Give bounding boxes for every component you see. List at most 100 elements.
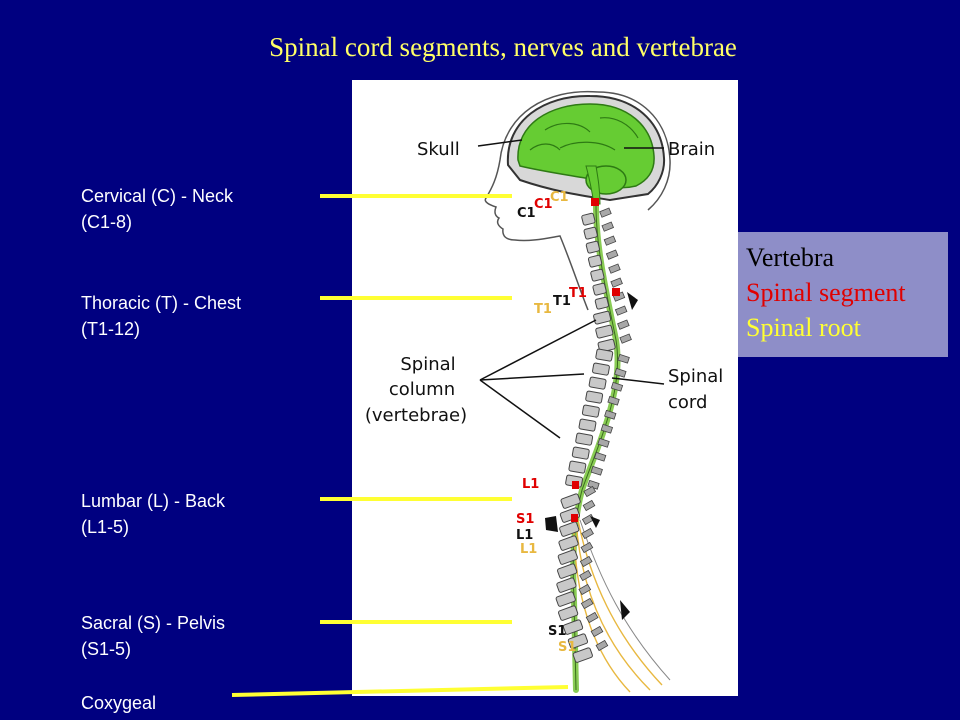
region-label-lumbar: Lumbar (L) - Back (L1-5)	[81, 488, 225, 540]
pointer-line-coxygeal	[231, 685, 569, 697]
vertebra-body	[560, 493, 581, 509]
vertebra-body	[595, 348, 614, 362]
vertebra-body	[595, 324, 614, 339]
s1-segment-marker	[571, 514, 578, 522]
color-legend: Vertebra Spinal segment Spinal root	[738, 232, 948, 357]
vertebra-process	[603, 235, 617, 246]
vertebra-body	[571, 446, 590, 460]
legend-spinal-segment: Spinal segment	[746, 278, 906, 307]
region-range: (S1-5)	[81, 639, 132, 659]
vertebra-process	[601, 221, 615, 232]
region-name: Sacral (S) - Pelvis	[81, 613, 226, 633]
vertebra-process	[580, 541, 594, 554]
vertebra-body	[594, 296, 609, 310]
s1-root-label: S1	[558, 640, 576, 655]
c1-root-label: C1	[550, 190, 569, 205]
region-range: (C1-8)	[81, 212, 133, 232]
brain-label: Brain	[668, 139, 715, 160]
vertebra-process	[582, 499, 596, 512]
region-name: Coxygeal	[81, 693, 157, 713]
vertebra-body	[567, 633, 589, 649]
vertebra-process	[605, 249, 619, 260]
vertebra-body	[587, 254, 603, 268]
spinal-column-label-line3: (vertebrae)	[365, 405, 467, 426]
region-label-thoracic: Thoracic (T) - Chest (T1-12)	[81, 290, 241, 342]
vertebra-process	[614, 305, 628, 316]
vertebra-process	[619, 333, 632, 344]
region-label-cervical: Cervical (C) - Neck (C1-8)	[81, 183, 233, 235]
c1-segment-label: C1	[534, 197, 553, 212]
vertebra-process	[600, 423, 614, 434]
vertebra-body	[568, 460, 587, 474]
vertebra-process	[578, 583, 592, 596]
t1-segment-label: T1	[569, 286, 587, 301]
vertebra-body	[572, 647, 593, 663]
vertebra-process	[583, 485, 597, 498]
brainstem	[585, 165, 601, 205]
vertebral-column	[555, 207, 632, 663]
region-name: Cervical (C) - Neck	[81, 186, 234, 206]
l1-root-label: L1	[520, 542, 537, 557]
vertebra-body	[558, 605, 579, 621]
vertebra-body	[556, 577, 577, 593]
spinal-column-label-line1: Spinal	[400, 354, 455, 375]
spinal-cord-label-line1: Spinal	[668, 366, 723, 387]
l1-segment-marker	[572, 481, 579, 489]
legend-spinal-root: Spinal root	[746, 313, 861, 342]
slide-title: Spinal cord segments, nerves and vertebr…	[269, 32, 737, 62]
vertebra-process	[579, 555, 593, 568]
legend-vertebra: Vertebra	[746, 243, 835, 272]
region-name: Lumbar (L) - Back	[81, 491, 226, 511]
vertebra-body	[558, 535, 579, 551]
vertebra-body	[562, 619, 584, 635]
vertebra-process	[590, 465, 603, 476]
vertebra-process	[614, 367, 627, 378]
vertebra-body	[593, 310, 612, 325]
vertebra-process	[617, 353, 630, 364]
head-outline	[484, 90, 599, 311]
vertebra-body	[583, 226, 598, 240]
vertebra-process	[617, 319, 630, 330]
region-range: (T1-12)	[81, 319, 141, 339]
region-label-coxygeal: Coxygeal	[81, 690, 156, 716]
region-name: Thoracic (T) - Chest	[81, 293, 242, 313]
vertebra-process	[580, 597, 594, 610]
t1-segment-marker	[612, 288, 620, 296]
t1-vertebra-label: T1	[553, 294, 571, 309]
vertebra-process	[595, 639, 609, 652]
vertebra-body	[557, 549, 578, 565]
s1-segment-label: S1	[516, 512, 534, 527]
vertebra-process	[593, 451, 607, 462]
vertebra-process	[608, 263, 621, 274]
vertebra-process	[597, 437, 610, 448]
vertebra-process	[599, 207, 612, 218]
vertebra-process	[604, 409, 617, 420]
vertebra-body	[557, 563, 578, 579]
s1-vertebra-label: S1	[548, 624, 566, 639]
t1-root-label: T1	[534, 302, 552, 317]
vertebra-body	[588, 376, 607, 390]
vertebra-body	[578, 418, 597, 432]
vertebra-body	[559, 521, 580, 537]
spinal-column-label-line2: column	[389, 379, 455, 400]
l1-segment-label: L1	[522, 477, 539, 492]
vertebra-process	[581, 527, 594, 540]
vertebra-process	[579, 569, 592, 582]
c1-vertebra-label: C1	[517, 206, 536, 221]
region-range: (L1-5)	[81, 517, 130, 537]
vertebra-process	[590, 625, 604, 638]
c1-segment-marker	[591, 198, 599, 206]
vertebra-body	[590, 268, 605, 282]
vertebra-process	[607, 395, 620, 406]
vertebra-process	[585, 611, 599, 624]
vertebra-body	[585, 390, 604, 404]
vertebra-body	[585, 240, 600, 254]
vertebra-body	[592, 282, 607, 296]
vertebra-process	[610, 277, 623, 288]
vertebra-body	[581, 404, 600, 418]
vertebra-body	[592, 362, 610, 376]
vertebra-body	[581, 212, 596, 226]
spinal-cord-label-line2: cord	[668, 392, 707, 413]
vertebra-body	[575, 432, 594, 446]
